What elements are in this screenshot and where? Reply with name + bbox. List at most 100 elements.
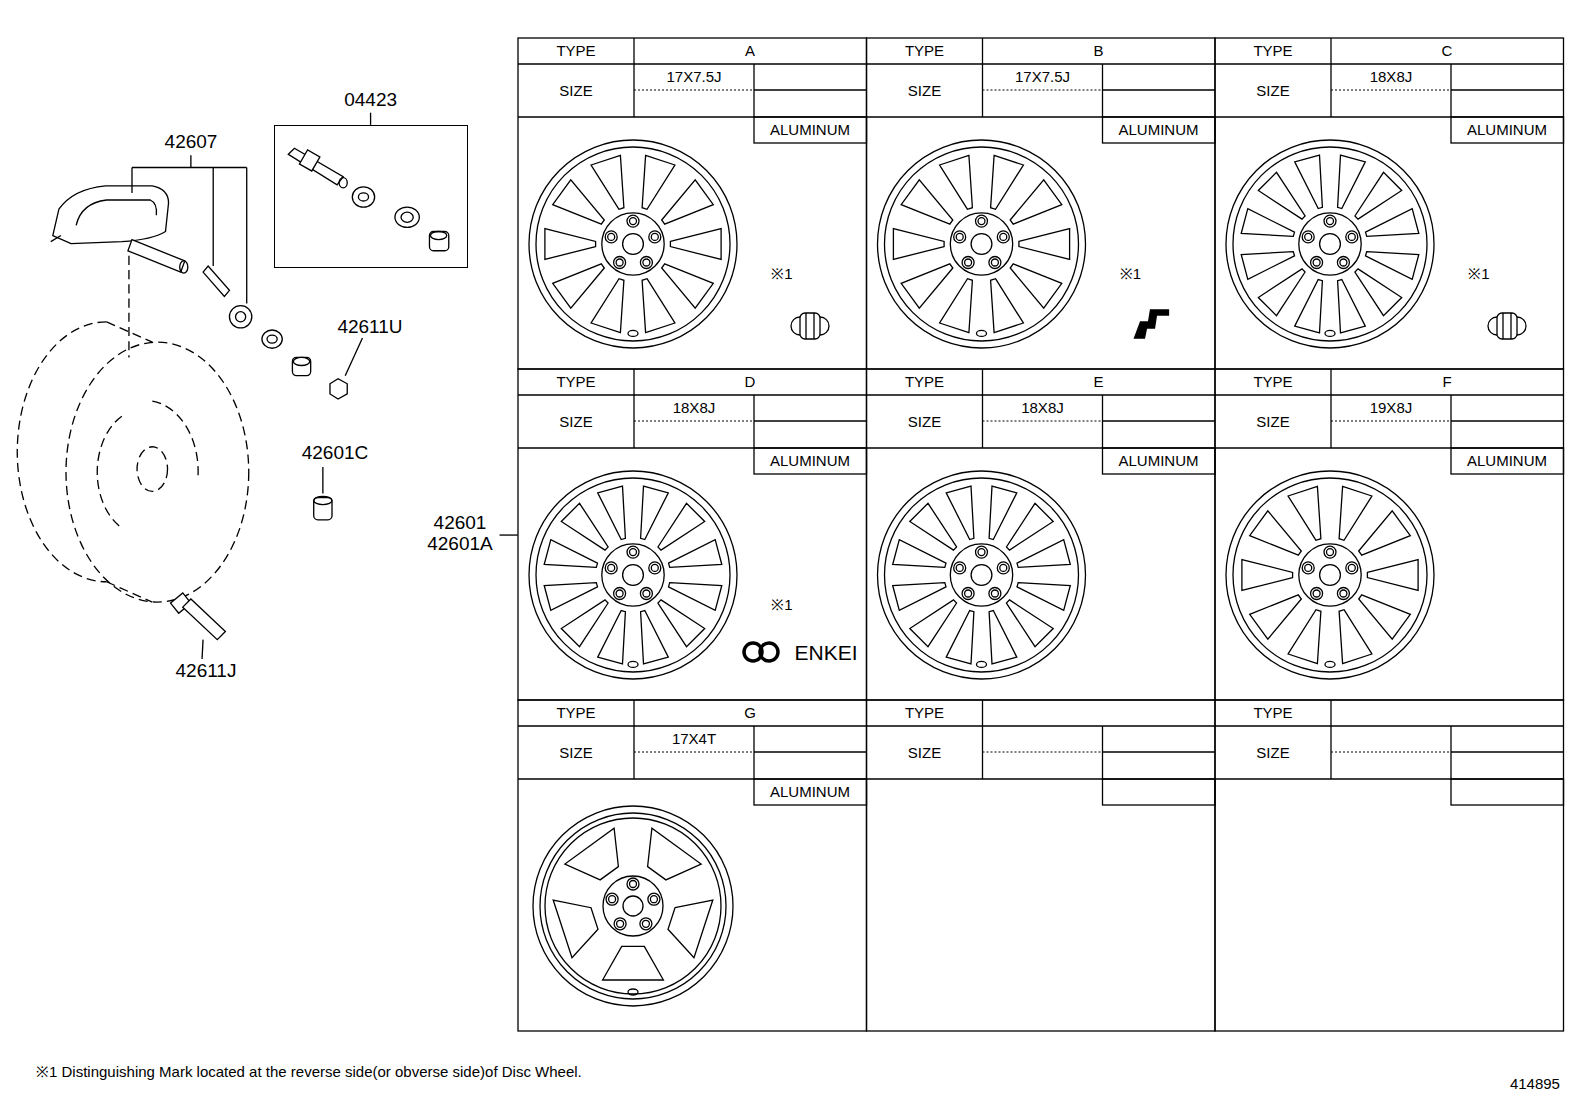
table-line — [1331, 90, 1451, 91]
wheel-window — [1241, 252, 1294, 280]
table-line — [867, 394, 1216, 395]
wheel-window — [991, 156, 1024, 210]
table-line — [1103, 420, 1216, 421]
tire-outline — [17, 256, 248, 602]
distinguishing-mark — [791, 317, 800, 335]
wheel-size: 17X7.5J — [667, 69, 722, 86]
type-letter: A — [745, 43, 755, 60]
lug-hole — [1313, 590, 1320, 597]
wheel-window — [901, 180, 953, 224]
wheel-window — [641, 486, 669, 539]
lug-hole — [640, 918, 652, 930]
lug-hole — [956, 564, 963, 571]
table-header: SIZE — [559, 83, 592, 100]
brand-name: ENKEI — [795, 641, 858, 664]
lug-hole — [609, 896, 616, 903]
wheel-window — [658, 503, 705, 550]
drawing-number: 414895 — [1510, 1076, 1560, 1093]
wheel-window — [642, 279, 675, 333]
wheel-bore — [623, 234, 644, 255]
table-line — [1510, 313, 1511, 339]
type-letter: D — [745, 374, 756, 391]
lug-hole — [651, 564, 658, 571]
lug-hole — [616, 259, 623, 266]
table-line — [518, 394, 867, 395]
wheel-hub — [950, 544, 1012, 606]
table-line — [1451, 420, 1564, 421]
part-number: 42611J — [176, 661, 237, 682]
wheel-bore — [971, 565, 992, 586]
wheel-window — [642, 156, 675, 210]
part-number: 42607 — [165, 132, 218, 153]
part-number: 42611U — [337, 317, 402, 338]
kit-box: 04423 — [274, 125, 468, 268]
lug-hole — [1340, 590, 1347, 597]
lug-hole — [954, 562, 966, 574]
lug-hole — [954, 231, 966, 243]
wheel-logo — [1325, 330, 1335, 336]
table-line — [1331, 752, 1451, 753]
wheel-window — [669, 583, 722, 611]
wheel-window — [1019, 229, 1070, 260]
wheel-window — [1006, 503, 1053, 550]
wheel-window — [648, 828, 702, 880]
table-line — [867, 63, 1216, 64]
wheel-window — [1250, 511, 1302, 555]
table-header: TYPE — [1253, 705, 1292, 722]
wheel-hub — [1299, 213, 1361, 275]
valve-kit-parts — [288, 113, 448, 251]
lug-hole — [978, 549, 985, 556]
table-line — [1330, 700, 1331, 779]
material: ALUMINUM — [1467, 122, 1547, 139]
tpms-sensor — [51, 186, 311, 376]
lug-hole — [976, 546, 988, 558]
lug-hole — [962, 588, 974, 600]
wheel-window — [561, 600, 608, 647]
wheel-window — [1258, 269, 1305, 316]
table-cell — [1103, 779, 1216, 805]
table-cell — [1451, 117, 1564, 143]
table-cell — [1451, 779, 1564, 805]
lug-hole — [627, 878, 639, 890]
wheel-bore — [1320, 234, 1341, 255]
wheel-size: 17X7.5J — [1015, 69, 1070, 86]
table-line — [1330, 38, 1331, 117]
wheel-window — [893, 229, 944, 260]
table-line — [754, 420, 867, 421]
wheel-window — [641, 611, 669, 664]
table-line — [983, 421, 1103, 422]
distinguishing-mark — [1135, 310, 1169, 338]
wheel-logo — [977, 330, 987, 336]
enkei-logo — [760, 643, 778, 661]
table-line — [754, 751, 867, 752]
valve-stem — [171, 593, 226, 659]
lug-hole — [1311, 588, 1323, 600]
wheel-size: 18X8J — [1370, 69, 1413, 86]
wheel-window — [1250, 595, 1302, 639]
wheel-bore — [1320, 565, 1341, 586]
lug-hole — [1348, 564, 1355, 571]
table-header: TYPE — [905, 43, 944, 60]
lug-hole — [1302, 231, 1314, 243]
material: ALUMINUM — [770, 784, 850, 801]
lug-hole — [1346, 231, 1358, 243]
wheel-bore — [623, 565, 644, 586]
table-header: TYPE — [556, 374, 595, 391]
lug-hole — [630, 218, 637, 225]
wheel-logo — [628, 661, 638, 667]
lug-hole — [605, 231, 617, 243]
wheel-window — [565, 828, 619, 880]
part-number: 04423 — [344, 90, 397, 111]
wheel-size: 18X8J — [1021, 400, 1064, 417]
wheel-window — [940, 156, 973, 210]
wheel-rim — [1226, 471, 1434, 679]
table-line — [754, 89, 867, 90]
wheel-window — [658, 600, 705, 647]
wheel-window — [662, 264, 714, 308]
wheel-window — [989, 486, 1017, 539]
wheel-window — [561, 503, 608, 550]
lug-hole — [991, 259, 998, 266]
distinguishing-mark — [1517, 317, 1526, 335]
wheel-window — [603, 946, 664, 980]
wheel-rim — [1233, 147, 1427, 341]
